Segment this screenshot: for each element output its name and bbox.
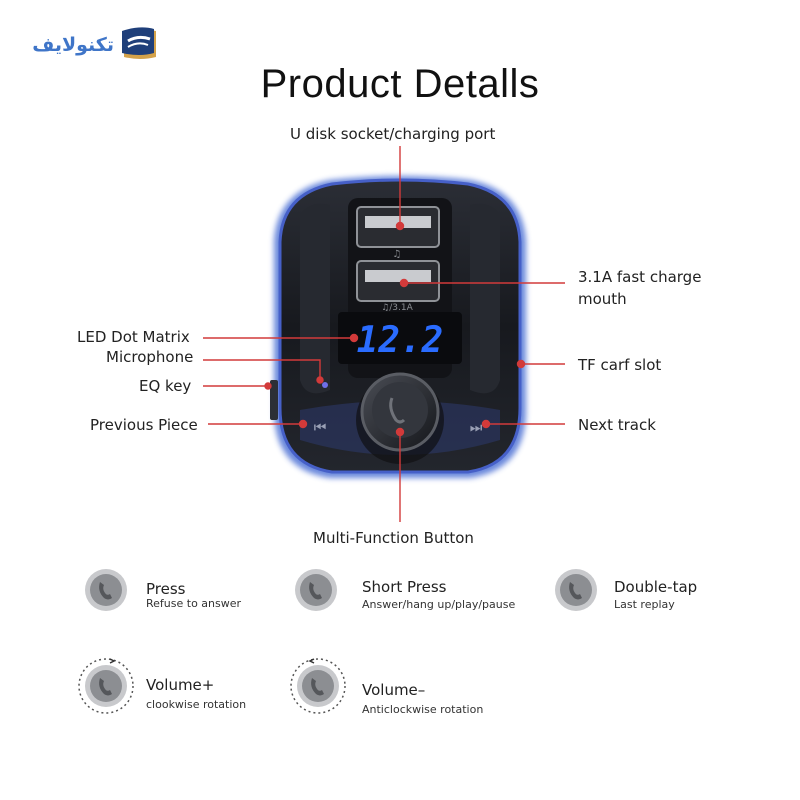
port-music-label: ♫ bbox=[393, 249, 402, 260]
callout-eq-key: EQ key bbox=[139, 377, 192, 395]
svg-text:⏭: ⏭ bbox=[470, 420, 483, 436]
callout-tf-slot: TF carf slot bbox=[578, 356, 662, 374]
car-fm-transmitter-illustration: ♫ ♫/3.1A 12.2 ⏮ ⏭ bbox=[203, 146, 565, 522]
knob-rotate-ccw-icon bbox=[290, 658, 346, 714]
callout-microphone: Microphone bbox=[106, 348, 194, 366]
phone-knob-icon bbox=[295, 569, 337, 611]
callout-usb-port: U disk socket/charging port bbox=[290, 125, 496, 143]
phone-knob-icon bbox=[85, 569, 127, 611]
callout-fast-charge-line2: mouth bbox=[578, 290, 627, 308]
callout-fast-charge-line1: 3.1A fast charge bbox=[578, 268, 702, 286]
function-title: Short Press bbox=[362, 578, 447, 596]
svg-text:⏮: ⏮ bbox=[314, 420, 327, 436]
function-desc: Answer/hang up/play/pause bbox=[362, 598, 516, 611]
function-desc: clookwise rotation bbox=[146, 698, 247, 711]
callout-next: Next track bbox=[578, 416, 656, 434]
function-desc: Refuse to answer bbox=[146, 597, 242, 610]
knob-rotate-cw-icon bbox=[78, 658, 134, 714]
led-display-value: 12.2 bbox=[357, 320, 444, 361]
function-title: Press bbox=[146, 580, 186, 598]
callout-led-matrix: LED Dot Matrix bbox=[77, 328, 190, 346]
function-desc: Last replay bbox=[614, 598, 675, 611]
port-fastcharge-label: ♫/3.1A bbox=[381, 303, 413, 313]
function-title: Volume– bbox=[362, 681, 426, 699]
page-title: Product Detalls bbox=[260, 62, 540, 106]
brand-name: تکنولایف bbox=[32, 34, 114, 56]
phone-knob-icon bbox=[555, 569, 597, 611]
brand-logo: تکنولایف bbox=[32, 24, 162, 68]
function-title: Volume+ bbox=[146, 676, 215, 694]
callout-multi-function: Multi-Function Button bbox=[313, 529, 474, 547]
brand-mark-icon bbox=[122, 27, 156, 59]
function-desc: Anticlockwise rotation bbox=[362, 703, 484, 716]
callout-previous: Previous Piece bbox=[90, 416, 198, 434]
function-title: Double-tap bbox=[614, 578, 698, 596]
